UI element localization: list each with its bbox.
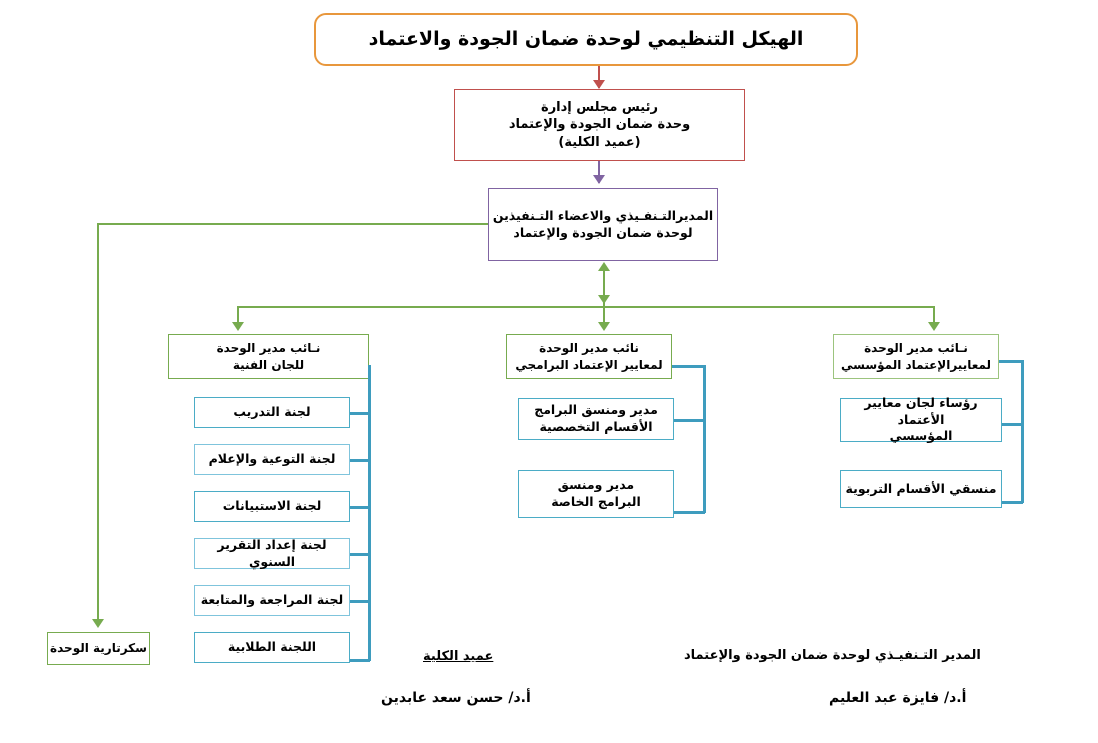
distribution-bar bbox=[237, 306, 934, 308]
connector-deputy-2-child-2 bbox=[674, 511, 705, 514]
arrow-bar-to-deputy-1-icon bbox=[232, 322, 244, 331]
committee-awareness-media-box: لجنة التوعية والإعلام bbox=[194, 444, 350, 475]
connector-director-to-bar bbox=[603, 270, 605, 308]
arrow-bar-to-deputy-3-icon bbox=[928, 322, 940, 331]
arrow-director-to-bar-icon bbox=[598, 295, 610, 304]
connector-deputy-1-child-1 bbox=[350, 412, 370, 415]
program-special-programs-box: مدير ومنسق البرامج الخاصة bbox=[518, 470, 674, 518]
connector-deputy-1-child-2 bbox=[350, 459, 370, 462]
deputy-3-spine bbox=[1021, 360, 1024, 503]
educational-departments-coordinators-box: منسقي الأقسام التربوية bbox=[840, 470, 1002, 508]
chart-title-box: الهيكل التنظيمي لوحدة ضمان الجودة والاعت… bbox=[314, 13, 858, 66]
connector-director-to-secretariat-horizontal bbox=[97, 223, 488, 225]
connector-bar-to-deputy-1 bbox=[237, 306, 239, 326]
committee-questionnaires-box: لجنة الاستبيانات bbox=[194, 491, 350, 522]
deputy-program-accreditation-box: نائب مدير الوحدة لمعايير الإعتماد البرام… bbox=[506, 334, 672, 379]
committee-review-followup-box: لجنة المراجعة والمتابعة bbox=[194, 585, 350, 616]
arrow-bar-to-director-icon bbox=[598, 262, 610, 271]
connector-bar-to-deputy-3 bbox=[933, 306, 935, 326]
connector-deputy-3-top bbox=[999, 360, 1023, 363]
connector-deputy-3-child-2 bbox=[1002, 501, 1023, 504]
committee-annual-report-box: لجنة إعداد التقرير السنوي bbox=[194, 537, 350, 569]
connector-deputy-1-child-6 bbox=[350, 659, 370, 662]
connector-deputy-1-child-3 bbox=[350, 506, 370, 509]
connector-chairman-to-director bbox=[598, 161, 600, 183]
connector-deputy-3-child-1 bbox=[1002, 423, 1023, 426]
arrow-title-to-chairman-icon bbox=[593, 80, 605, 89]
connector-director-to-secretariat-vertical bbox=[97, 223, 99, 619]
secretariat-box: سكرتارية الوحدة bbox=[47, 632, 150, 665]
chairman-box: رئيس مجلس إدارة وحدة ضمان الجودة والإعتم… bbox=[454, 89, 745, 161]
deputy-institutional-accreditation-box: نـائب مدير الوحدة لمعاييرالإعتماد المؤسس… bbox=[833, 334, 999, 379]
connector-deputy-1-child-5 bbox=[350, 600, 370, 603]
arrow-to-secretariat-icon bbox=[92, 619, 104, 628]
deputy-2-spine bbox=[703, 365, 706, 513]
connector-deputy-2-child-1 bbox=[674, 419, 705, 422]
signature-dean-name: أ.د/ حسن سعد عابدين bbox=[381, 690, 531, 706]
executive-director-box: المديرالتـنفـيذي والاعضاء التـنفيذين لوح… bbox=[488, 188, 718, 261]
committee-training-box: لجنة التدريب bbox=[194, 397, 350, 428]
signature-executive-director-role: المدير التـنفيـذي لوحدة ضمان الجودة والإ… bbox=[684, 648, 981, 663]
connector-deputy-2-top bbox=[672, 365, 705, 368]
signature-executive-director-name: أ.د/ فايزة عبد العليم bbox=[829, 690, 967, 706]
deputy-1-spine bbox=[368, 365, 371, 661]
connector-deputy-1-child-4 bbox=[350, 553, 370, 556]
arrow-bar-to-deputy-2-icon bbox=[598, 322, 610, 331]
committee-student-box: اللجنة الطلابية bbox=[194, 632, 350, 663]
program-specialized-departments-box: مدير ومنسق البرامج الأقسام التخصصية bbox=[518, 398, 674, 440]
institutional-standards-heads-box: رؤساء لجان معايير الأعتماد المؤسسي bbox=[840, 395, 1002, 443]
deputy-technical-committees-box: نـائب مدير الوحدة للجان الفنية bbox=[168, 334, 369, 379]
connector-title-to-chairman bbox=[598, 66, 600, 88]
arrow-chairman-to-director-icon bbox=[593, 175, 605, 184]
connector-bar-to-deputy-2 bbox=[603, 306, 605, 326]
signature-dean-role: عميد الكلية bbox=[423, 649, 494, 664]
